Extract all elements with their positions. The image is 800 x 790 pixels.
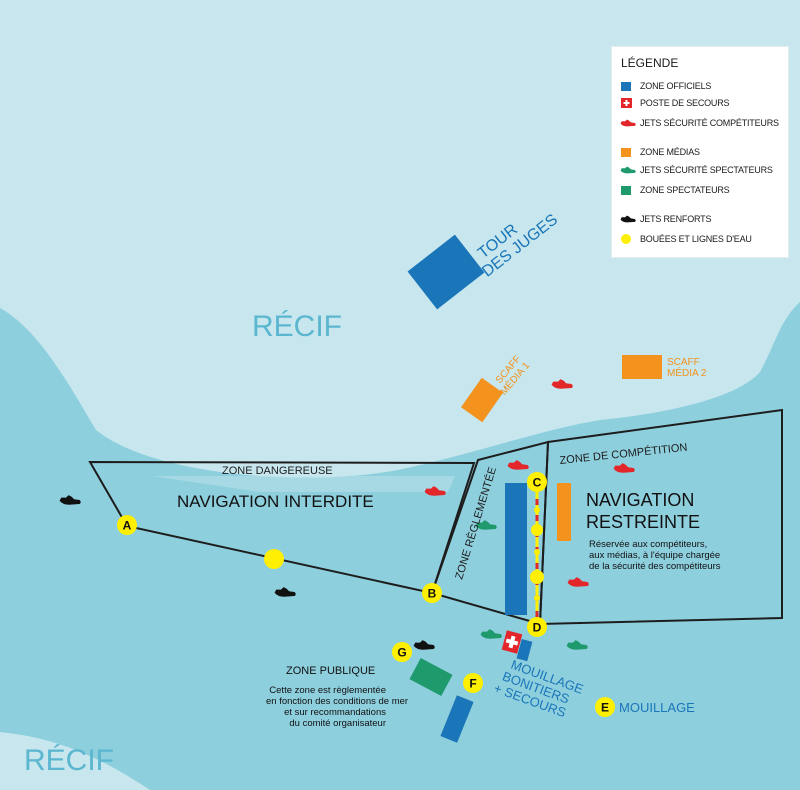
marker-b: B bbox=[422, 583, 442, 603]
marker-b-label: B bbox=[428, 587, 437, 601]
buoy bbox=[534, 507, 540, 513]
marker-e-label: E bbox=[601, 701, 609, 715]
scaff2-label: SCAFF MÉDIA 2 bbox=[667, 357, 706, 379]
buoy bbox=[534, 595, 540, 601]
restricted-title-line1: NAVIGATION bbox=[586, 490, 695, 510]
public-zone-title: ZONE PUBLIQUE bbox=[286, 665, 376, 677]
restricted-desc-line: de la sécurité des compétiteurs bbox=[589, 561, 721, 572]
restricted-desc-line: Réservée aux compétiteurs, bbox=[589, 539, 708, 550]
marker-d: D bbox=[527, 617, 547, 637]
buoy-icon bbox=[621, 234, 631, 244]
scaff-media-1 bbox=[461, 377, 503, 423]
public-desc-line: et sur recommandations bbox=[284, 707, 386, 718]
marker-a: A bbox=[117, 515, 137, 535]
mooring-officials-box bbox=[516, 639, 533, 662]
marker-f: F bbox=[463, 673, 483, 693]
red-jetski-icon bbox=[551, 379, 573, 389]
red-jetski-icon bbox=[620, 119, 636, 127]
channel-water bbox=[0, 302, 800, 790]
legend-item-label: JETS SÉCURITÉ COMPÉTITEURS bbox=[640, 118, 779, 128]
marker-d-label: D bbox=[533, 621, 542, 635]
competition-zone-outline bbox=[538, 408, 783, 626]
dangerous-zone-label: ZONE DANGEREUSE bbox=[222, 465, 333, 477]
legend-item-label: ZONE SPECTATEURS bbox=[640, 185, 730, 195]
restricted-title-line2: RESTREINTE bbox=[586, 512, 701, 532]
officials-bar bbox=[505, 483, 527, 615]
reef-label-top: RÉCIF bbox=[252, 310, 342, 343]
scaff2-label-1: SCAFF bbox=[667, 357, 700, 368]
officials-square-icon bbox=[621, 82, 631, 91]
black-jetski-icon bbox=[620, 215, 636, 223]
legend-item-label: ZONE MÉDIAS bbox=[640, 147, 700, 157]
officials-zone-f bbox=[440, 695, 474, 743]
buoy bbox=[530, 570, 544, 584]
public-desc-line: Cette zone est règlementée bbox=[269, 685, 386, 696]
judges-tower bbox=[407, 234, 485, 310]
public-desc-line: du comité organisateur bbox=[289, 718, 386, 729]
legend-item-label: JETS RENFORTS bbox=[640, 214, 712, 224]
marker-g: G bbox=[392, 642, 412, 662]
first-aid-cross-icon bbox=[505, 635, 519, 649]
media-square-icon bbox=[621, 148, 631, 157]
scaff-media-2 bbox=[622, 355, 662, 379]
marker-e: E bbox=[595, 697, 615, 717]
green-jetski-icon bbox=[620, 166, 636, 174]
public-zone-description: Cette zone est règlementée en fonction d… bbox=[266, 685, 409, 729]
marker-a-label: A bbox=[123, 519, 132, 533]
buoy bbox=[531, 524, 543, 536]
marker-f-label: F bbox=[469, 677, 476, 691]
legend: LÉGENDE ZONE OFFICIELS POSTE DE SECOURS … bbox=[612, 47, 788, 257]
dangerous-zone-tint bbox=[152, 476, 455, 492]
marker-c: C bbox=[527, 472, 547, 492]
scaff2-label-2: MÉDIA 2 bbox=[667, 368, 707, 379]
media-bar bbox=[557, 483, 571, 541]
public-desc-line: en fonction des conditions de mer bbox=[266, 696, 409, 707]
buoy bbox=[534, 549, 540, 555]
legend-item-label: JETS SÉCURITÉ SPECTATEURS bbox=[640, 165, 773, 175]
first-aid-cross-icon bbox=[621, 98, 632, 108]
legend-item-label: ZONE OFFICIELS bbox=[640, 81, 712, 91]
restricted-desc-line: aux médias, à l'équipe chargée bbox=[589, 550, 721, 561]
spectators-square-icon bbox=[621, 186, 631, 195]
reef-label-bottom: RÉCIF bbox=[24, 744, 114, 777]
forbidden-zone-label: NAVIGATION INTERDITE bbox=[177, 492, 374, 511]
legend-item-label: BOUÉES ET LIGNES D'EAU bbox=[640, 234, 752, 244]
marker-c-label: C bbox=[533, 476, 542, 490]
mooring-label: MOUILLAGE bbox=[619, 700, 695, 715]
marker-g-label: G bbox=[397, 646, 406, 660]
restricted-description: Réservée aux compétiteurs, aux médias, à… bbox=[589, 539, 720, 572]
legend-title: LÉGENDE bbox=[621, 56, 679, 70]
legend-item-label: POSTE DE SECOURS bbox=[640, 98, 730, 108]
buoy bbox=[264, 549, 284, 569]
spectator-zone-g bbox=[409, 657, 453, 697]
